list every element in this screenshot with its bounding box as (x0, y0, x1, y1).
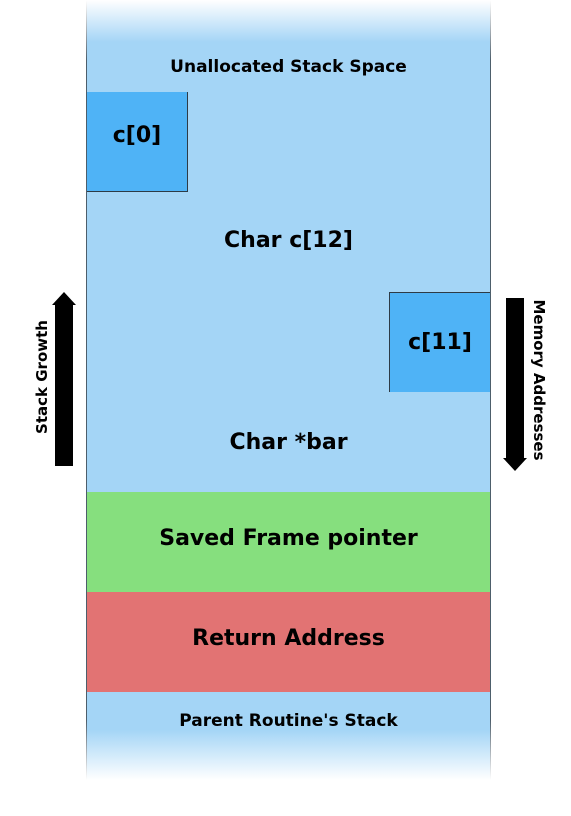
memory-addresses-arrow-icon (503, 298, 527, 471)
array-cell-first: c[0] (87, 92, 188, 192)
saved-frame-pointer-block: Saved Frame pointer (87, 492, 490, 593)
char-array-block: c[0] Char c[12] c[11] (87, 92, 490, 393)
return-address-label: Return Address (192, 625, 385, 651)
stack-growth-label: Stack Growth (33, 320, 51, 434)
array-cell-last: c[11] (389, 292, 490, 392)
cell-last-label: c[11] (408, 330, 472, 355)
stack-growth-arrow-icon (52, 292, 76, 466)
saved-frame-pointer-label: Saved Frame pointer (159, 525, 418, 551)
stack-left-edge (86, 0, 87, 780)
char-array-label: Char c[12] (224, 228, 353, 253)
cell-first-label: c[0] (112, 123, 162, 148)
memory-addresses-label: Memory Addresses (530, 299, 548, 461)
return-address-block: Return Address (87, 592, 490, 693)
parent-stack-label: Parent Routine's Stack (179, 711, 398, 731)
unallocated-stack-space: Unallocated Stack Space (87, 0, 490, 93)
char-pointer-label: Char *bar (229, 429, 348, 455)
unallocated-label: Unallocated Stack Space (170, 57, 407, 77)
stack-diagram: Unallocated Stack Space c[0] Char c[12] … (87, 0, 490, 780)
char-pointer-block: Char *bar (87, 392, 490, 493)
parent-routine-stack: Parent Routine's Stack (87, 692, 490, 780)
stack-right-edge (490, 0, 491, 780)
